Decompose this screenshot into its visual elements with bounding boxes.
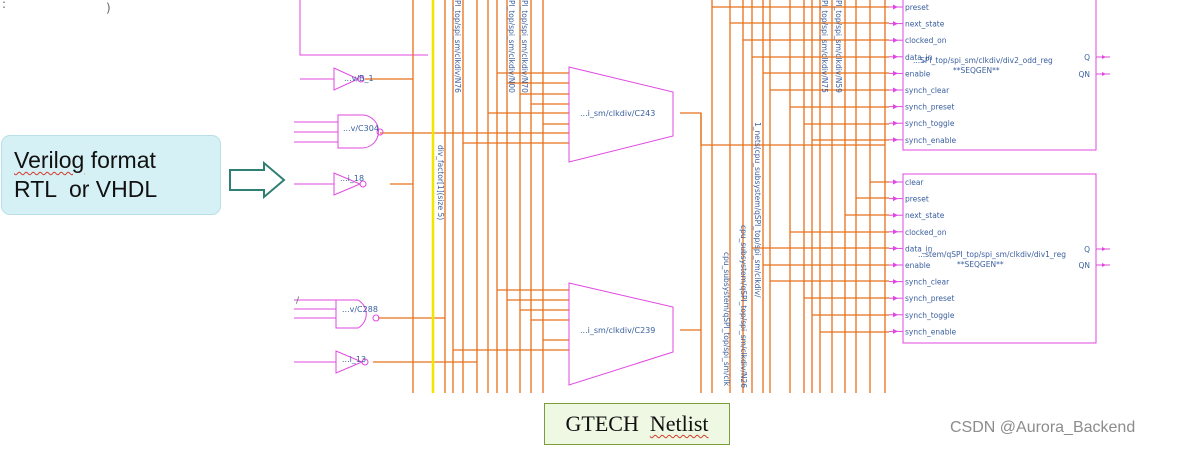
register-div1-reg-pins: clear preset next_state clocked_on data_inen… — [889, 178, 957, 336]
inverter-i13[interactable]: ...i_13 — [294, 350, 369, 374]
watermark: CSDN @Aurora_Backend — [950, 419, 1136, 436]
register-pin-arrow-icon — [893, 212, 898, 218]
mux-c239-label: ...i_sm/clkdiv/C239 — [580, 326, 655, 335]
register-pin-synch-enable[interactable]: synch_enable — [905, 136, 957, 145]
mux-c243[interactable]: ...i_sm/clkdiv/C243 — [568, 66, 674, 163]
and-gate-c304-label: ...v/C304 — [343, 124, 379, 133]
register-div1-reg-q: Q — [1084, 245, 1090, 254]
register-pin-next-state[interactable]: next_state — [905, 20, 945, 29]
and-gate-c288[interactable]: ...v/C288 — [294, 299, 380, 329]
register-pin-arrow-icon — [893, 245, 898, 251]
register-pin-arrow-icon — [893, 229, 898, 235]
register-div2-odd-reg-qn: QN — [1078, 70, 1090, 79]
register-pin-arrow-icon — [893, 54, 898, 60]
verilog-label-line2: RTL or VHDL — [14, 175, 220, 204]
register-pin-data-in[interactable]: data_in — [905, 244, 933, 253]
inverter-b1-label: ...v/B_1 — [344, 74, 374, 83]
clipped-text-fragment: / — [296, 296, 300, 306]
inverter-i13-label: ...i_13 — [342, 355, 366, 364]
register-div2-odd-reg-name: ...SPI_top/spi_sm/clkdiv/div2_odd_reg — [913, 56, 1053, 65]
register-pin-arrow-icon — [893, 104, 898, 110]
register-div1-reg[interactable]: ...stem/qSPI_top/spi_sm/clkdiv/div1_reg … — [889, 173, 1110, 344]
net-label-n70: Pl_top/spi_sm/clkdiv/N70 — [520, 0, 529, 93]
register-pin-arrow-icon — [893, 4, 898, 10]
register-pin-synch-enable[interactable]: synch_enable — [905, 327, 957, 336]
net-label-n75: Pl_top/spi_sm/clkdiv/N75 — [820, 0, 829, 93]
register-pin-synch-preset[interactable]: synch_preset — [905, 103, 955, 112]
register-div2-odd-reg-type: **SEQGEN** — [953, 66, 1000, 75]
register-pin-preset[interactable]: preset — [905, 3, 929, 12]
register-pin-arrow-icon — [893, 137, 898, 143]
register-pin-clear[interactable]: clear — [905, 178, 924, 187]
register-pin-enable[interactable]: enable — [905, 261, 931, 270]
net-label-n76: Pl_top/spi_sm/clkdiv/N76 — [453, 0, 462, 93]
register-pin-synch-preset[interactable]: synch_preset — [905, 294, 955, 303]
mux-c239[interactable]: ...i_sm/clkdiv/C239 — [568, 282, 674, 386]
net-label-cpu-clk: cpu_subsystem/qSPI_top/spi_sm/clk — [722, 252, 731, 387]
register-pin-enable[interactable]: enable — [905, 69, 931, 78]
register-pin-clocked-on[interactable]: clocked_on — [905, 36, 947, 45]
and-gate-c304[interactable]: ...v/C304 — [294, 114, 384, 149]
register-div1-reg-name: ...stem/qSPI_top/spi_sm/clkdiv/div1_reg — [918, 250, 1066, 259]
register-pin-arrow-icon — [893, 87, 898, 93]
gtech-netlist-caption: GTECH Netlist — [544, 403, 730, 445]
clipped-text-fragment: ) — [106, 1, 111, 15]
net-label-n59: Pl_top/spi_sm/clkdiv/N59 — [834, 0, 843, 93]
register-pin-synch-clear[interactable]: synch_clear — [905, 86, 950, 95]
register-pin-arrow-icon — [893, 120, 898, 126]
register-pin-data-in[interactable]: data_in — [905, 53, 933, 62]
register-pin-synch-clear[interactable]: synch_clear — [905, 278, 950, 287]
register-pin-clocked-on[interactable]: clocked_on — [905, 228, 947, 237]
rtl-word: RTL — [14, 176, 57, 202]
register-pin-synch-toggle[interactable]: synch_toggle — [905, 311, 955, 320]
verilog-label-line1: Verilog format — [14, 147, 156, 173]
wires — [365, 0, 889, 393]
mux-c243-label: ...i_sm/clkdiv/C243 — [580, 109, 655, 118]
register-pin-preset[interactable]: preset — [905, 195, 929, 204]
net-label-n26: cpu_subsystem/qSPI_top/spi_sm/clkdiv/N26 — [739, 225, 748, 388]
net-label-n00: Pl_top/spi_sm/clkdiv/N00 — [507, 0, 516, 93]
register-pin-arrow-icon — [893, 179, 898, 185]
register-pin-arrow-icon — [893, 312, 898, 318]
register-div1-reg-qn: QN — [1078, 261, 1090, 270]
caption-word-netlist: Netlist — [649, 411, 709, 436]
register-pin-arrow-icon — [893, 279, 898, 285]
register-pin-arrow-icon — [893, 70, 898, 76]
vhdl-word: or VHDL — [56, 176, 158, 202]
register-pin-arrow-icon — [893, 21, 898, 27]
module-border — [299, 0, 428, 56]
and-gate-c288-label: ...v/C288 — [342, 305, 378, 314]
register-pin-arrow-icon — [893, 196, 898, 202]
register-pin-arrow-icon — [893, 328, 898, 334]
net-label-nets-cpu: 1_nets(cpu_subsystem/qSPI_top/spi_sm/clk… — [753, 122, 762, 298]
clipped-text-fragment: : — [2, 0, 6, 11]
register-div1-reg-type: **SEQGEN** — [957, 260, 1004, 269]
flow-arrow-icon — [229, 160, 286, 200]
register-pin-arrow-icon — [893, 262, 898, 268]
register-pin-next-state[interactable]: next_state — [905, 211, 945, 220]
verilog-input-box: Verilog format RTL or VHDL — [1, 135, 221, 215]
inverter-i18-label: ...i_18 — [340, 174, 364, 183]
net-label-div-factor: div_factor[1](size 5) — [436, 145, 445, 220]
verilog-word: Verilog — [14, 147, 85, 173]
register-pin-synch-toggle[interactable]: synch_toggle — [905, 119, 955, 128]
register-div2-odd-reg[interactable]: ...SPI_top/spi_sm/clkdiv/div2_odd_reg **… — [889, 0, 1110, 151]
caption-word-gtech: GTECH — [565, 411, 639, 436]
register-pin-arrow-icon — [893, 37, 898, 43]
register-div2-odd-reg-q: Q — [1084, 53, 1090, 62]
inverter-i18[interactable]: ...i_18 — [294, 172, 367, 196]
inverter-b1[interactable]: ...v/B_1 — [300, 67, 374, 91]
register-pin-arrow-icon — [893, 295, 898, 301]
